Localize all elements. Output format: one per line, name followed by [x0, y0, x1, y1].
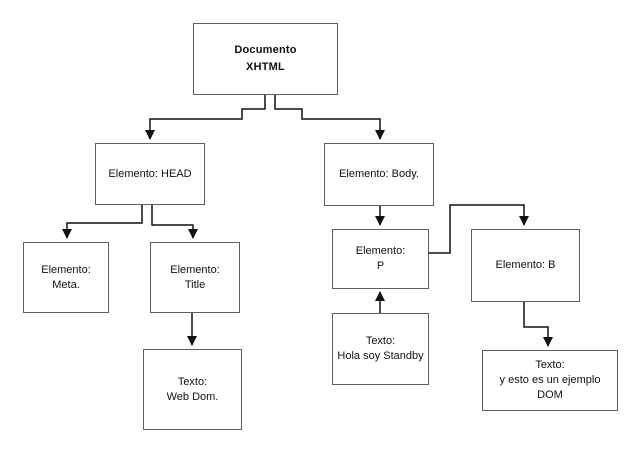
edge-head-to-meta [62, 205, 143, 239]
node-elemento-meta[interactable]: Elemento: Meta. [23, 242, 109, 313]
node-texto-dom[interactable]: Texto: y esto es un ejemplo DOM [482, 350, 618, 411]
node-label: Elemento: P [355, 245, 406, 272]
node-elemento-p[interactable]: Elemento: P [332, 229, 429, 289]
node-label: Texto: Hola soy Standby [337, 335, 424, 362]
node-elemento-b[interactable]: Elemento: B [471, 229, 580, 302]
node-label: Elemento: Body. [339, 168, 419, 180]
node-elemento-body[interactable]: Elemento: Body. [324, 143, 434, 206]
node-label: Texto: y esto es un ejemplo DOM [499, 359, 601, 401]
edge-b-to-dom [523, 302, 553, 347]
node-label: Elemento: HEAD [108, 167, 192, 180]
edge-head-to-title [151, 205, 198, 239]
node-texto-hola-soy-standby[interactable]: Texto: Hola soy Standby [332, 313, 429, 385]
node-label: Elemento: Meta. [41, 263, 91, 291]
edge-documento-to-head [145, 95, 266, 140]
node-documento-xhtml[interactable]: Documento XHTML [193, 23, 338, 95]
node-label: Texto: Web Dom. [166, 375, 219, 403]
node-label: Documento XHTML [234, 44, 297, 73]
edge-documento-to-body [274, 95, 385, 140]
node-elemento-title[interactable]: Elemento: Title [150, 242, 240, 313]
node-label: Elemento: Title [170, 263, 220, 291]
node-texto-web-dom[interactable]: Texto: Web Dom. [143, 349, 242, 430]
node-elemento-head[interactable]: Elemento: HEAD [95, 143, 205, 205]
node-label: Elemento: B [495, 259, 556, 271]
